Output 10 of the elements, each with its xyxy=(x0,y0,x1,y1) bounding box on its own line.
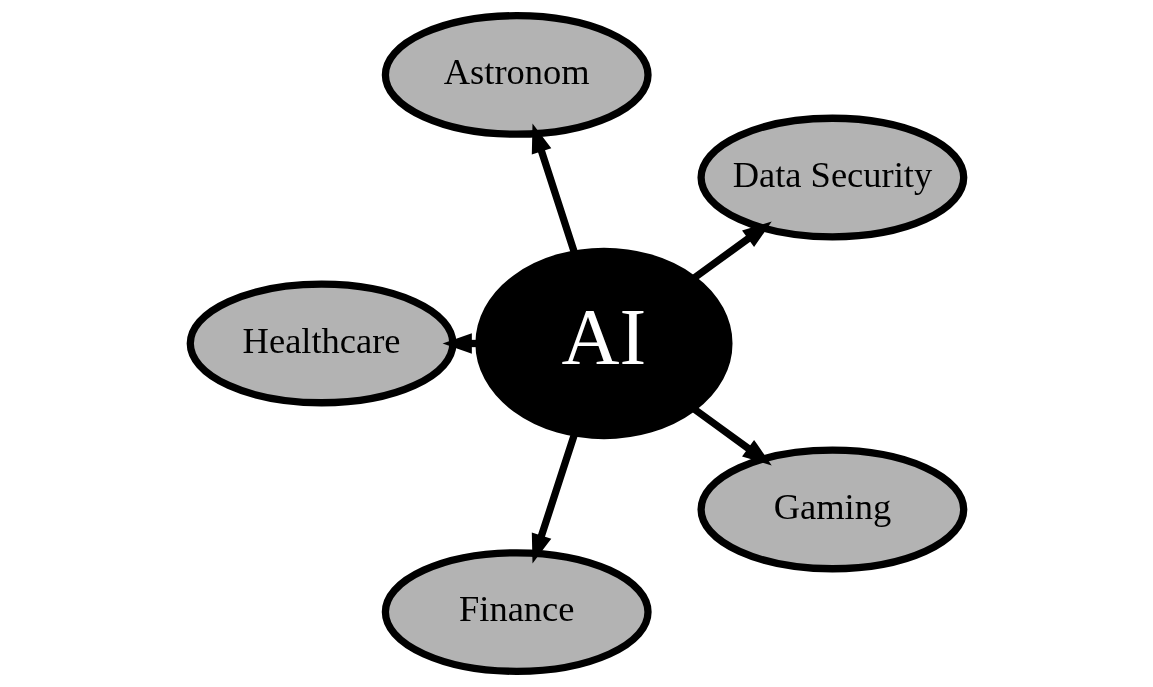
node-ellipse: AI xyxy=(474,247,732,440)
arrow xyxy=(690,405,772,466)
arrow xyxy=(690,221,772,282)
arrow xyxy=(531,432,578,564)
node-ellipse: Healthcare xyxy=(186,280,457,407)
node-ellipse: Gaming xyxy=(696,446,967,573)
arrow xyxy=(531,123,578,255)
node-ellipse: Astronom xyxy=(381,12,652,138)
node-ellipse: Data Security xyxy=(696,114,967,241)
node-ellipse: Finance xyxy=(381,549,652,675)
